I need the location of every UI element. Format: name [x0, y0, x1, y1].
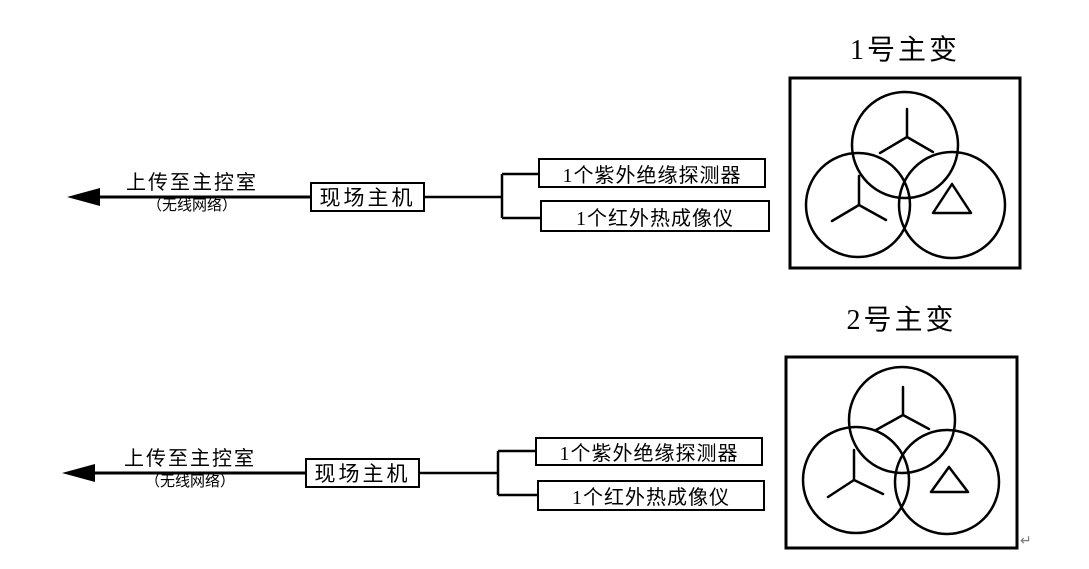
winding-circle-lv [801, 425, 911, 535]
wireless-network-sublabel: （无线网络） [146, 198, 237, 214]
paragraph-return-mark-icon: ↵ [1020, 533, 1032, 549]
onsite-host-box: 现场主机 [310, 182, 425, 212]
transformer-frame [784, 355, 1019, 550]
winding-circle-tv [897, 150, 1007, 260]
transformer-frame [788, 76, 1022, 270]
uv-detector-box: 1个紫外绝缘探测器 [538, 158, 766, 188]
wireless-network-sublabel: （无线网络） [144, 474, 235, 490]
winding-circle-lv [804, 151, 912, 259]
ir-imager-box: 1个红外热成像仪 [540, 200, 770, 232]
uv-detector-box: 1个紫外绝缘探测器 [535, 437, 763, 466]
upload-arrow-label: 上传至主控室 [126, 172, 258, 194]
delta-symbol-icon [929, 465, 970, 494]
winding-circle-tv [893, 428, 1001, 536]
split-bracket-line [425, 172, 540, 220]
transformer-2-title: 2号主变 [846, 305, 957, 336]
ir-imager-box: 1个红外热成像仪 [537, 480, 765, 511]
left-arrowhead-icon [62, 464, 95, 482]
split-bracket-line [420, 449, 537, 497]
group-1-wiring [67, 76, 1022, 270]
upload-arrow-label: 上传至主控室 [124, 448, 256, 470]
transformer-1-title: 1号主变 [849, 35, 960, 66]
wye-symbol-icon [826, 448, 885, 499]
delta-symbol-icon [931, 182, 973, 215]
wye-symbol-icon [830, 174, 888, 223]
onsite-host-box: 现场主机 [305, 458, 420, 488]
left-arrowhead-icon [67, 188, 100, 206]
group-2-wiring [62, 355, 1019, 550]
winding-circle-hv [850, 90, 960, 200]
wye-symbol-icon [878, 107, 935, 155]
wye-symbol-icon [874, 385, 931, 432]
winding-circle-hv [847, 365, 957, 475]
